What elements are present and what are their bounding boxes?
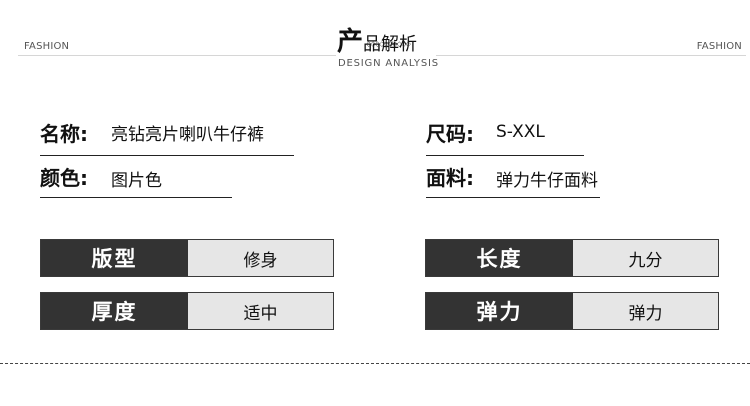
spec-fit: 版型 修身 [40, 239, 334, 277]
spec-elasticity-value: 弹力 [573, 293, 718, 329]
spec-length-label: 长度 [426, 240, 573, 276]
fashion-label-left: FASHION [24, 41, 70, 52]
color-underline [40, 197, 232, 198]
fabric-label: 面料: [426, 166, 474, 190]
diamond-decoration: ◇◇◇◇◇◇◇◇◇◇ [366, 40, 411, 48]
spec-thickness-label: 厚度 [41, 293, 188, 329]
spec-length-value: 九分 [573, 240, 718, 276]
section-title-rest: 品解析 [363, 34, 418, 55]
fabric-value: 弹力牛仔面料 [496, 171, 598, 191]
fashion-label-right: FASHION [696, 41, 742, 52]
name-value: 亮钻亮片喇叭牛仔裤 [111, 125, 264, 145]
color-value: 图片色 [111, 171, 162, 191]
section-title: 产品解析 [337, 21, 417, 58]
dashed-divider [0, 363, 750, 364]
header-divider-right [436, 55, 746, 56]
spec-fit-label: 版型 [41, 240, 188, 276]
color-label: 颜色: [40, 166, 88, 190]
size-label: 尺码: [426, 122, 474, 146]
name-underline [40, 155, 294, 156]
fabric-underline [426, 197, 600, 198]
spec-fit-value: 修身 [188, 240, 333, 276]
name-label: 名称: [40, 122, 88, 146]
spec-elasticity-label: 弹力 [426, 293, 573, 329]
size-underline [426, 155, 584, 156]
size-value: S-XXL [496, 122, 545, 142]
section-subtitle: DESIGN ANALYSIS [338, 58, 439, 69]
spec-elasticity: 弹力 弹力 [425, 292, 719, 330]
header-divider-left [18, 55, 336, 56]
section-title-first-char: 产 [337, 27, 364, 57]
spec-thickness-value: 适中 [188, 293, 333, 329]
spec-length: 长度 九分 [425, 239, 719, 277]
spec-thickness: 厚度 适中 [40, 292, 334, 330]
